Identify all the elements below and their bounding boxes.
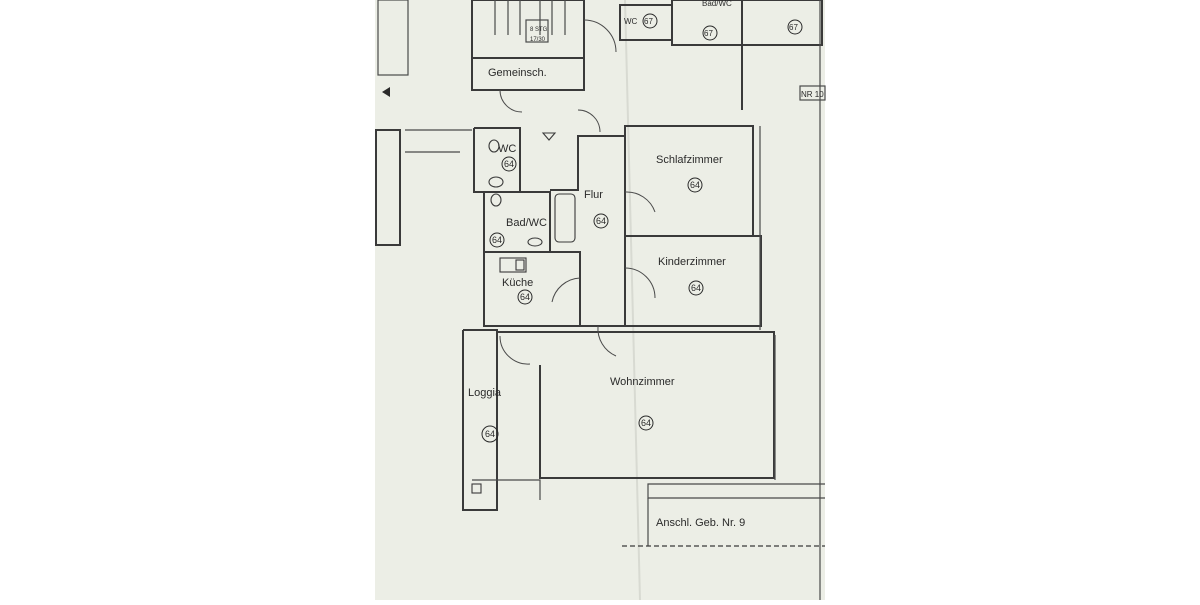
room-label-loggia: Loggia [468, 387, 502, 399]
room-number-flur: 64 [596, 216, 606, 226]
room-number-kueche: 64 [520, 292, 530, 302]
neighbor-wc-label: WC [624, 17, 638, 26]
entrance-marker-icon [541, 132, 557, 141]
room-label-wohnzimmer: Wohnzimmer [610, 376, 675, 388]
door-arc [499, 335, 531, 365]
room-label-gemeinsch: Gemeinsch. [488, 67, 547, 79]
stair-label-1: 8 STG [530, 27, 548, 33]
nr-label: NR 10 [801, 90, 824, 99]
door-arc [624, 191, 656, 213]
room-label-flur: Flur [584, 189, 603, 201]
room-label-wc: WC [498, 143, 516, 155]
apartment-walls [462, 125, 776, 511]
room-number-wc: 64 [504, 159, 514, 169]
room-label-kueche: Küche [502, 277, 533, 289]
door-arc [551, 277, 581, 303]
neighbor-num-67c: 67 [789, 23, 798, 32]
room-label-schlafzimmer: Schlafzimmer [656, 154, 723, 166]
annex-wall [647, 483, 825, 499]
door-arc [624, 267, 656, 299]
neighbor-bad-label: Bad/WC [702, 0, 732, 8]
room-number-wohn: 64 [641, 418, 651, 428]
paper-fold [624, 0, 641, 601]
door-arc [577, 109, 601, 133]
door-arc [499, 89, 523, 113]
room-number-bad: 64 [492, 235, 502, 245]
room-label-kinderzimmer: Kinderzimmer [658, 256, 726, 268]
top-neighbor-area [375, 0, 826, 600]
door-arc [597, 325, 617, 357]
annex-label: Anschl. Geb. Nr. 9 [656, 517, 745, 529]
sanitary-fixtures [471, 139, 576, 494]
room-number-schlaf: 64 [690, 180, 700, 190]
stair-label-2: 17/30 [530, 37, 546, 43]
neighbor-num-67b: 67 [704, 29, 713, 38]
room-label-bad-wc: Bad/WC [506, 217, 547, 229]
neighbor-num-67a: 67 [644, 17, 653, 26]
paper-sheet [375, 0, 825, 600]
door-arc [583, 19, 617, 53]
room-number-loggia: 64 [485, 429, 495, 439]
room-number-kinder: 64 [691, 283, 701, 293]
